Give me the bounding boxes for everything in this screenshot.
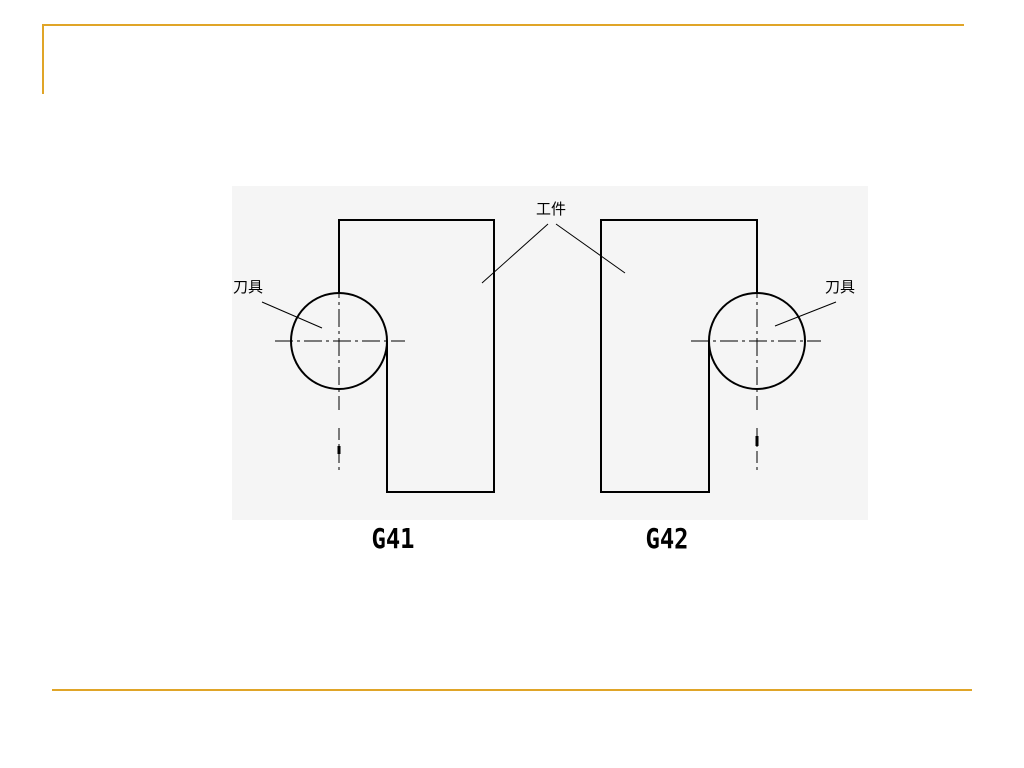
left-workpiece-outline — [338, 219, 495, 493]
left-tool-label: 刀具 — [233, 278, 263, 296]
bottom-accent-rule — [52, 689, 972, 691]
right-workpiece-outline — [600, 219, 758, 493]
workpiece-leader-left — [481, 223, 549, 284]
workpiece-leader-right — [555, 223, 626, 274]
top-accent-rule — [42, 24, 964, 26]
right-tool-leader — [774, 301, 837, 327]
workpiece-label: 工件 — [536, 200, 566, 218]
g42-caption: G42 — [645, 522, 689, 555]
left-accent-rule — [42, 24, 44, 94]
figure-background — [232, 186, 868, 520]
left-tool-leader — [261, 301, 323, 329]
right-tool-label: 刀具 — [825, 278, 855, 296]
g41-caption: G41 — [371, 522, 415, 555]
